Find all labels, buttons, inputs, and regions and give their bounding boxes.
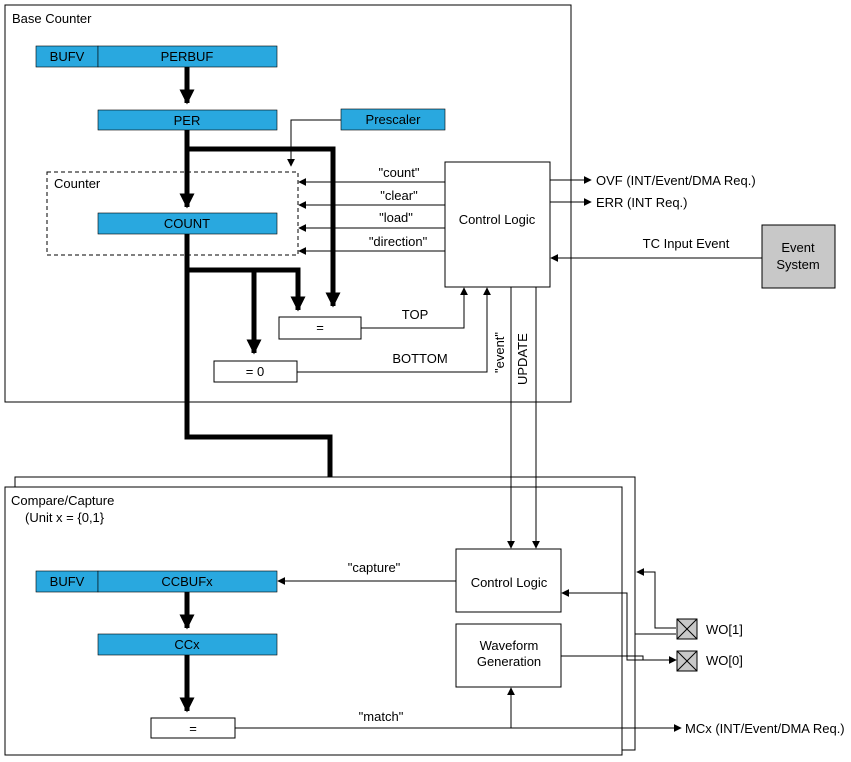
load-signal-label: "load" [379, 210, 413, 225]
ccx-label: CCx [174, 637, 200, 652]
top-comparator-symbol: = [316, 320, 324, 335]
wo0-output-label: WO[0] [706, 653, 743, 668]
base-control-logic-block [444, 161, 551, 288]
cc-control-logic-block [455, 548, 562, 613]
perbuf-label: PERBUF [161, 49, 214, 64]
direction-signal-label: "direction" [369, 234, 428, 249]
per-label: PER [174, 113, 201, 128]
compare-capture-subtitle: (Unit x = {0,1} [25, 510, 105, 525]
base-counter-title: Base Counter [12, 11, 92, 26]
ovf-output-label: OVF (INT/Event/DMA Req.) [596, 173, 756, 188]
tc-input-event-label: TC Input Event [643, 236, 730, 251]
event-signal-label: "event" [492, 332, 507, 373]
wo0-feedback-line [561, 589, 676, 661]
base-control-logic-label: Control Logic [459, 212, 536, 227]
mcx-output-label: MCx (INT/Event/DMA Req.) [685, 721, 845, 736]
event-system-label-line2: System [776, 257, 819, 272]
ccbufx-label: CCBUFx [161, 574, 213, 589]
waveform-generation-label-line2: Generation [477, 654, 541, 669]
bottom-signal-label: BOTTOM [392, 351, 447, 366]
compare-capture-section: Compare/Capture (Unit x = {0,1} BUFV CCB… [4, 287, 845, 756]
err-output-label: ERR (INT Req.) [596, 195, 688, 210]
match-comparator-symbol: = [189, 721, 197, 736]
counter-group-label: Counter [54, 176, 101, 191]
cc-bufv-label: BUFV [50, 574, 85, 589]
compare-capture-title: Compare/Capture [11, 493, 114, 508]
base-counter-section: Base Counter BUFV PERBUF PER Prescaler C… [4, 4, 836, 714]
top-signal-label: TOP [402, 307, 429, 322]
cc-control-logic-label: Control Logic [471, 575, 548, 590]
compare-capture-unit-frame-front [4, 486, 623, 756]
count-to-top-comparator-bus [187, 267, 306, 312]
wo1-feedback-line [636, 568, 676, 629]
clear-signal-label: "clear" [380, 188, 418, 203]
bufv-label: BUFV [50, 49, 85, 64]
count-label: COUNT [164, 216, 210, 231]
match-signal-label: "match" [359, 709, 404, 724]
bottom-signal-line [297, 287, 491, 373]
capture-signal-label: "capture" [348, 560, 401, 575]
update-signal-label: UPDATE [515, 333, 530, 385]
count-signal-label: "count" [378, 165, 419, 180]
waveform-generation-label-line1: Waveform [480, 638, 539, 653]
event-system-label-line1: Event [781, 240, 815, 255]
top-signal-line [361, 287, 468, 329]
per-to-top-comparator-bus [187, 146, 341, 308]
event-system-block [761, 224, 836, 289]
zero-comparator-label: = 0 [246, 364, 264, 379]
wo1-output-label: WO[1] [706, 622, 743, 637]
prescaler-label: Prescaler [366, 112, 422, 127]
counter-group [46, 171, 299, 256]
